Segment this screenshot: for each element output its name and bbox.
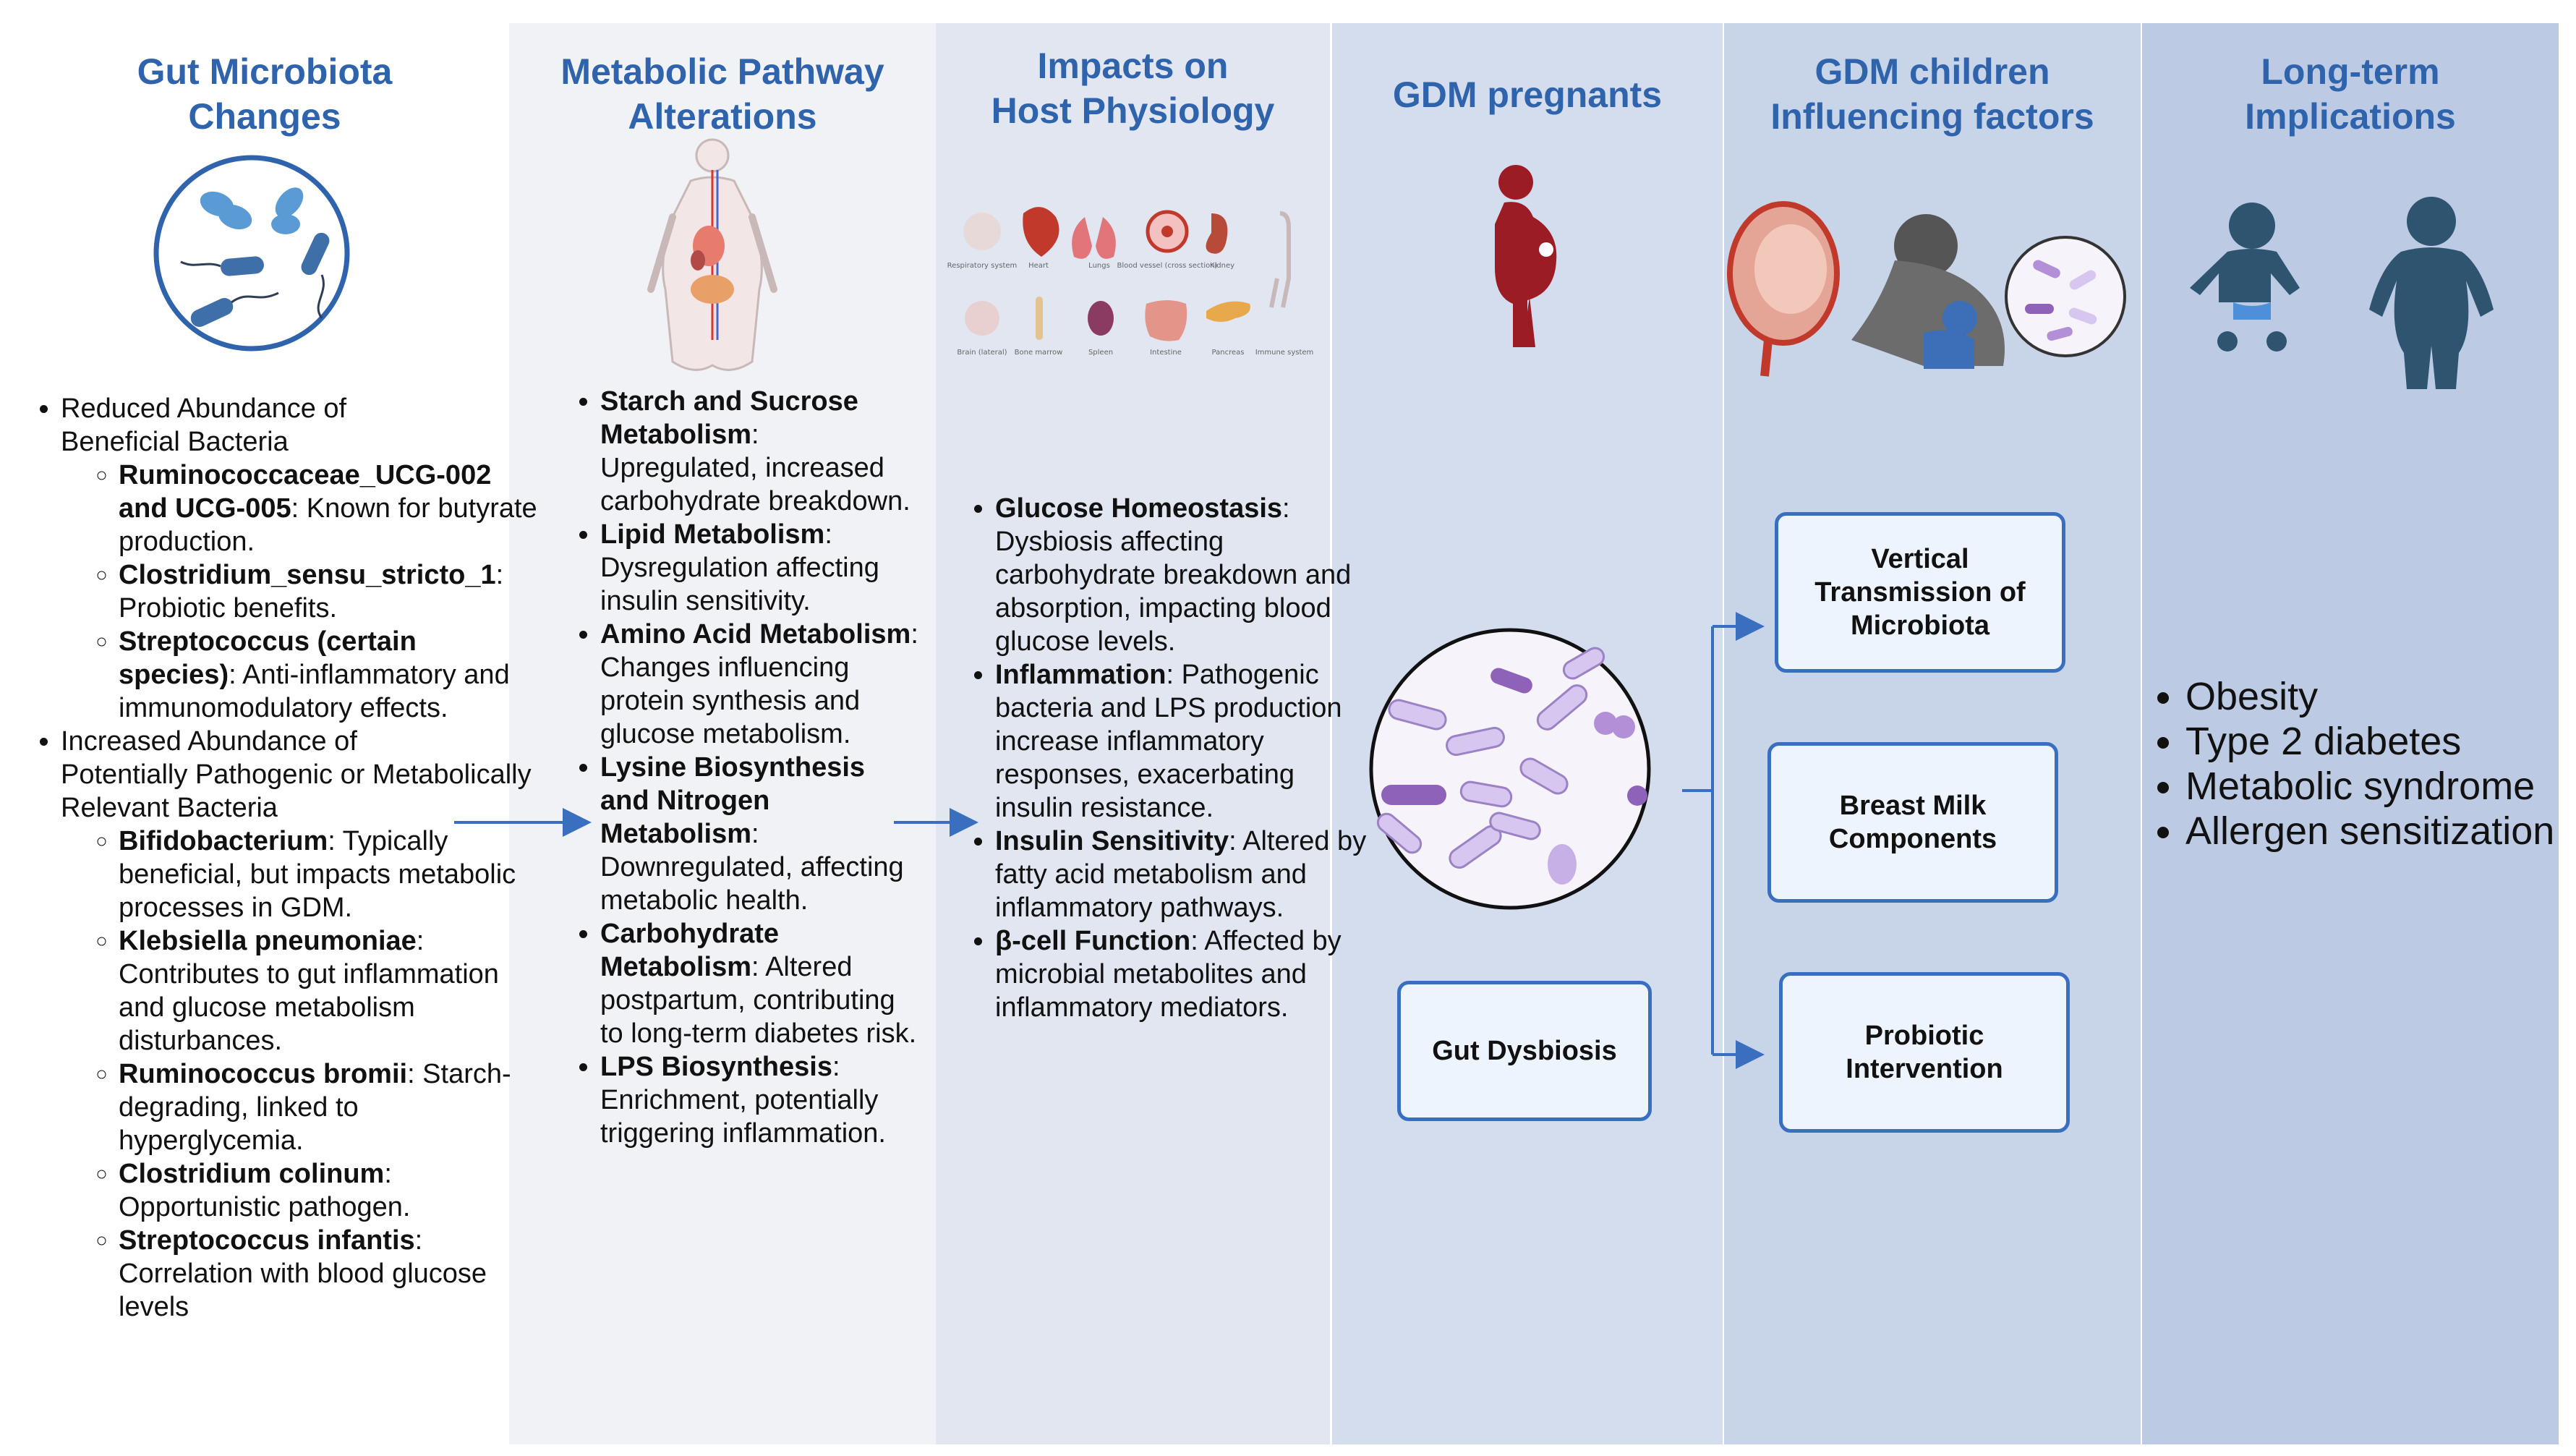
- list-item: Streptococcus infantis: Correlation with…: [119, 1224, 538, 1324]
- list-item: Amino Acid Metabolism: Changes influenci…: [600, 618, 918, 751]
- list-item: Ruminococcus bromii: Starch-degrading, l…: [119, 1057, 538, 1157]
- organ-label: Lungs: [1088, 262, 1110, 270]
- list-item: Klebsiella pneumoniae: Contributes to gu…: [119, 924, 538, 1057]
- list-item: Carbohydrate Metabolism: Altered postpar…: [600, 917, 918, 1050]
- organ-label: Pancreas: [1212, 349, 1245, 357]
- column-host-physiology: [936, 23, 1330, 1444]
- organ-label: Heart: [1028, 262, 1049, 270]
- organ-label: Brain (lateral): [957, 349, 1007, 357]
- human-body-icon: [647, 138, 777, 371]
- organ-label: Immune system: [1255, 349, 1314, 357]
- list-item: LPS Biosynthesis: Enrichment, potentiall…: [600, 1050, 918, 1150]
- branch-connector: [1682, 612, 1765, 1069]
- organ-label: Respiratory system: [947, 262, 1018, 270]
- host-list: Glucose Homeostasis: Dysbiosis affecting…: [952, 492, 1371, 1024]
- list-item: Lipid Metabolism: Dysregulation affectin…: [600, 518, 918, 618]
- column-long-term: [2142, 23, 2559, 1444]
- list-item: Clostridium_sensu_stricto_1: Probiotic b…: [119, 558, 538, 625]
- organ-label: Intestine: [1150, 349, 1182, 357]
- list-item: Inflammation: Pathogenic bacteria and LP…: [995, 658, 1371, 825]
- list-item: Allergen sensitization: [2185, 809, 2576, 853]
- pregnant-woman-icon: [1495, 165, 1557, 347]
- organ-label: Blood vessel (cross section): [1117, 262, 1218, 270]
- pathway-list: Starch and Sucrose Metabolism: Upregulat…: [557, 385, 918, 1150]
- list-item: β-cell Function: Affected by microbial m…: [995, 924, 1371, 1024]
- bacteria-circle-icon: [1369, 628, 1651, 910]
- list-item: Glucose Homeostasis: Dysbiosis affecting…: [995, 492, 1371, 658]
- list-item: Lysine Biosynthesis and Nitrogen Metabol…: [600, 751, 918, 917]
- list-item: Streptococcus (certain species): Anti-in…: [119, 625, 538, 725]
- gut-dysbiosis-box: Gut Dysbiosis: [1397, 981, 1652, 1121]
- organ-label: Spleen: [1088, 349, 1113, 357]
- organs-grid-icon: Respiratory system Heart Lungs Blood ves…: [947, 207, 1314, 357]
- list-item: Insulin Sensitivity: Altered by fatty ac…: [995, 825, 1371, 924]
- list-item: Type 2 diabetes: [2185, 719, 2576, 764]
- list-item: Metabolic syndrome: [2185, 764, 2576, 809]
- list-item: Obesity: [2185, 674, 2576, 719]
- obese-person-icon: [2369, 197, 2494, 389]
- bacteria-circle-icon: [153, 155, 350, 352]
- title-gdm-pregnants: GDM pregnants: [1392, 74, 1663, 115]
- bacteria-circle-icon: [2005, 236, 2126, 357]
- fetus-uterus-icon: [1727, 201, 1840, 377]
- list-item: Ruminococcaceae_UCG-002 and UCG-005: Kno…: [119, 459, 538, 558]
- list-item: Bifidobacterium: Typically beneficial, b…: [119, 825, 538, 924]
- long-term-list: Obesity Type 2 diabetes Metabolic syndro…: [2142, 674, 2576, 853]
- baby-icon: [2190, 203, 2300, 352]
- list-item: Starch and Sucrose Metabolism: Upregulat…: [600, 385, 918, 518]
- organ-label: Bone marrow: [1015, 349, 1063, 357]
- list-item: Clostridium colinum: Opportunistic patho…: [119, 1157, 538, 1224]
- breastfeeding-icon: [1851, 214, 2005, 369]
- organ-label: Kidney: [1210, 262, 1234, 270]
